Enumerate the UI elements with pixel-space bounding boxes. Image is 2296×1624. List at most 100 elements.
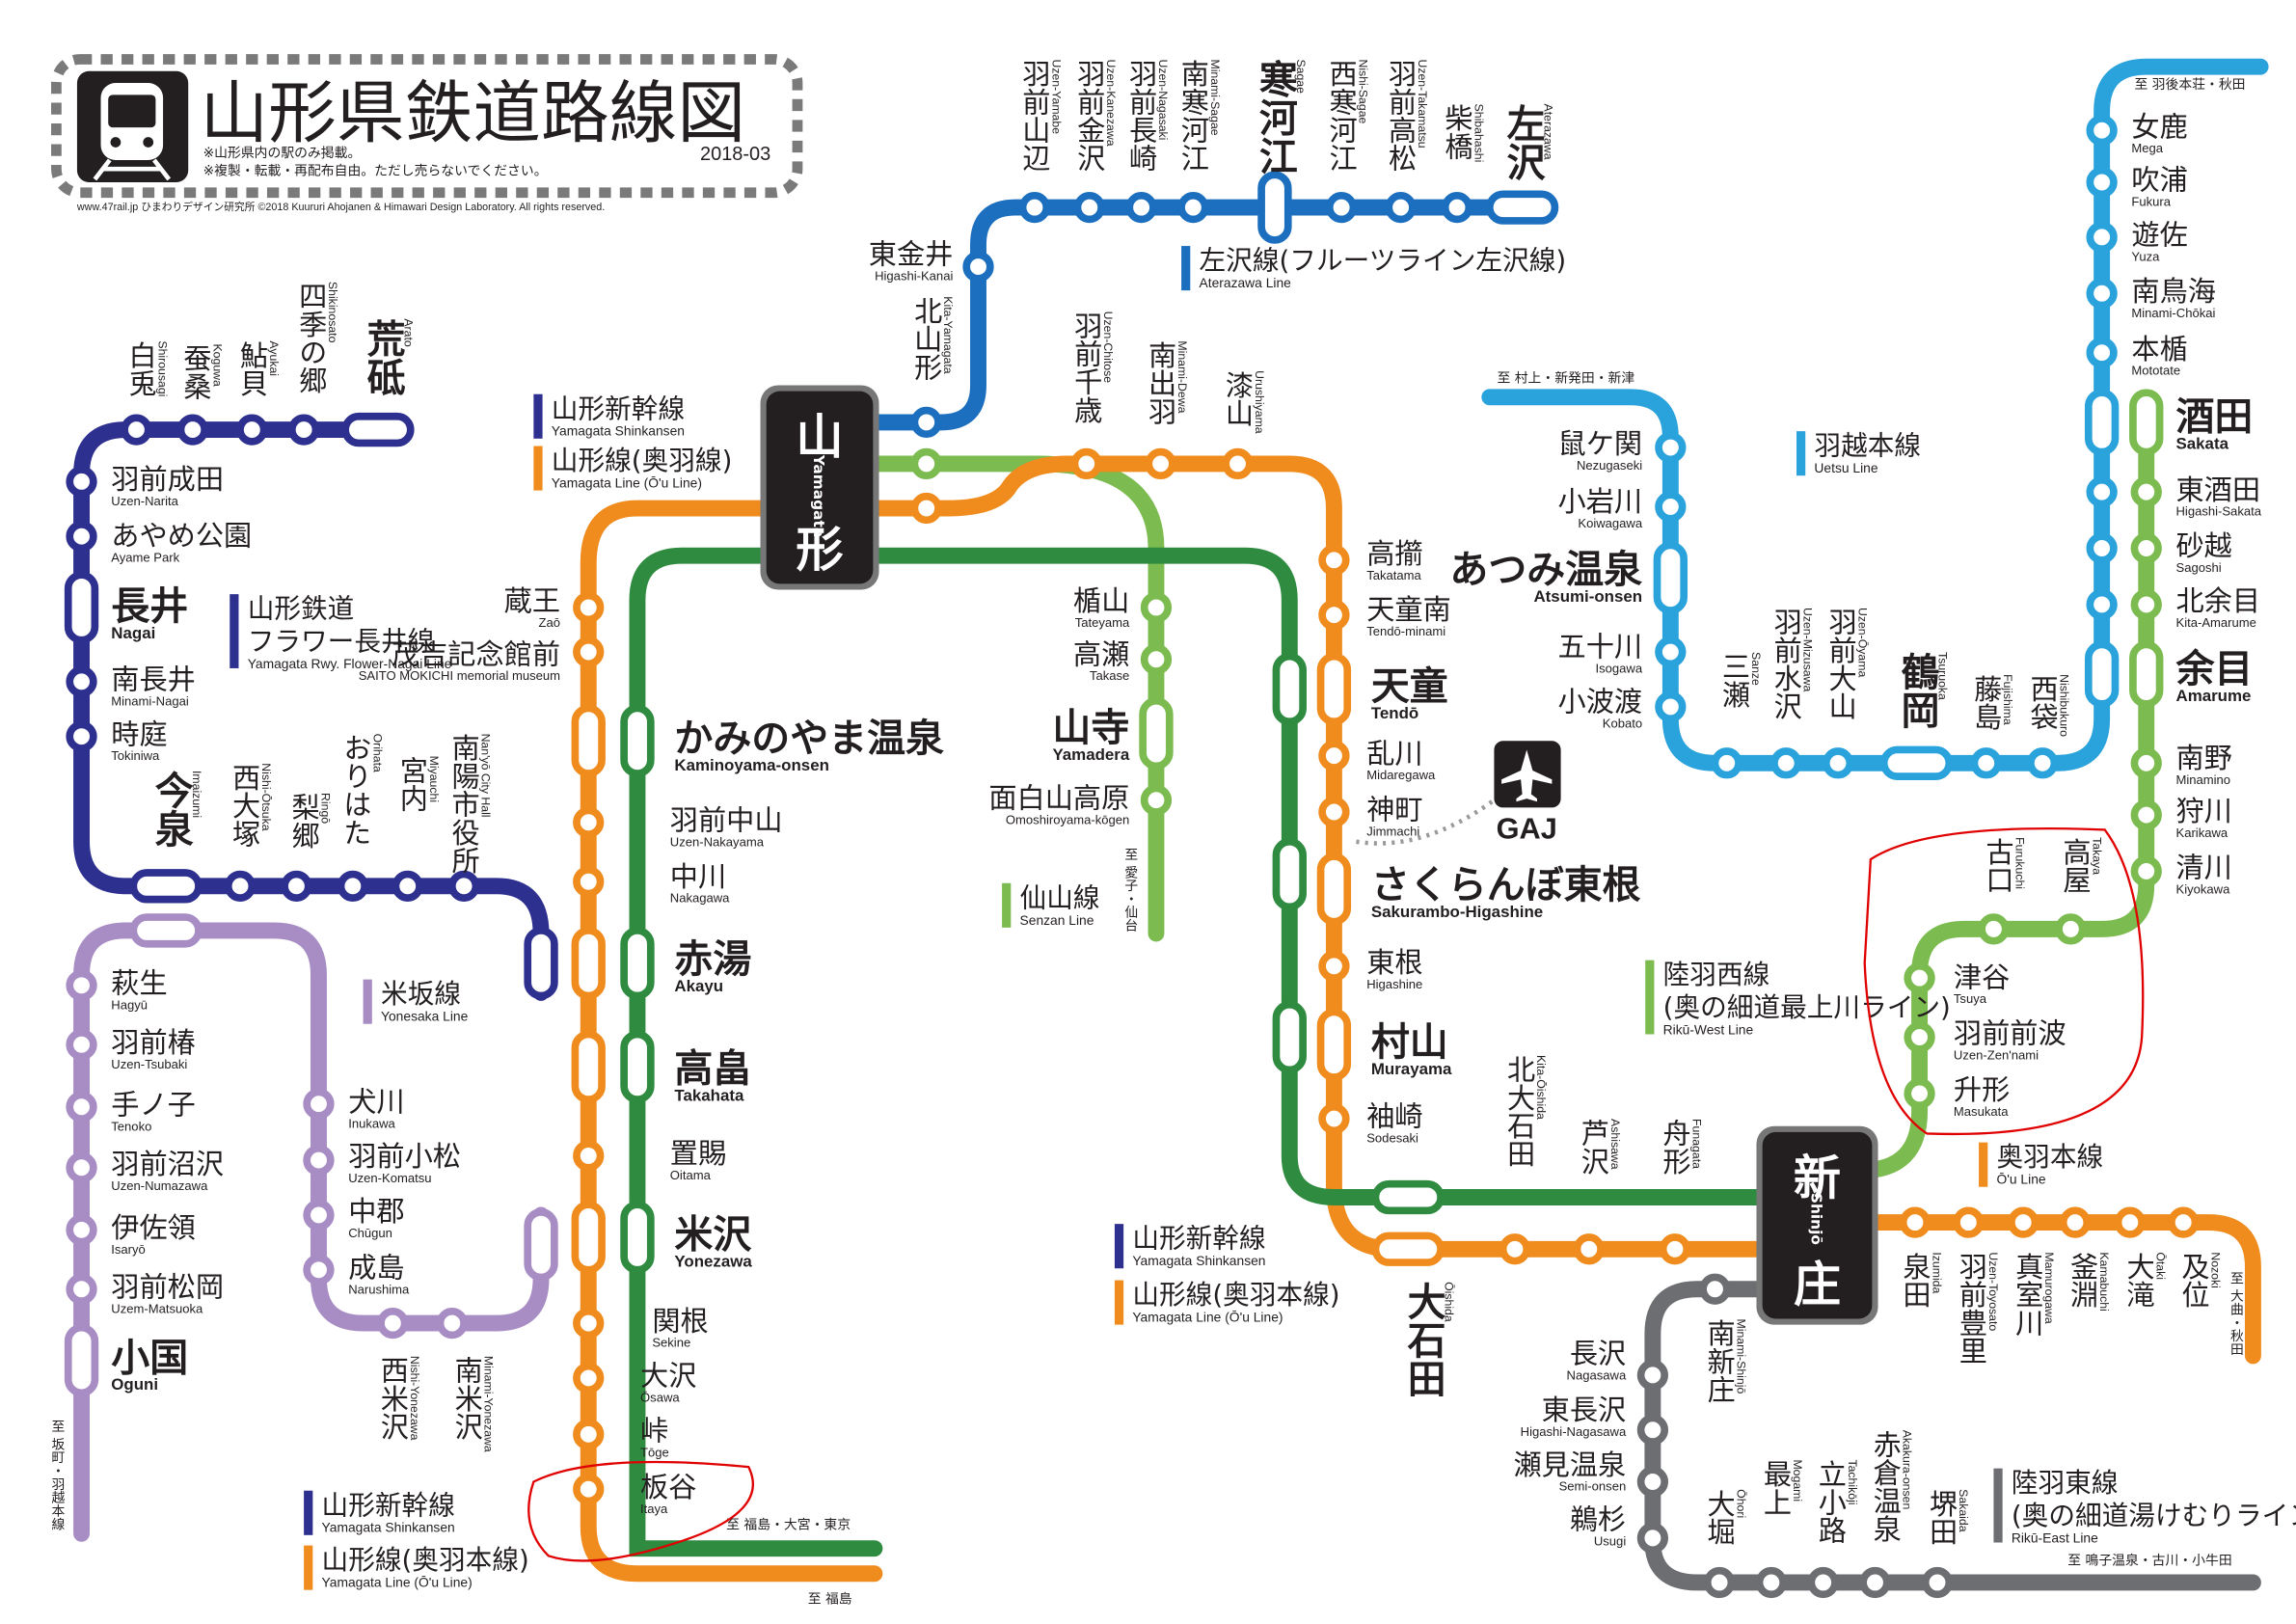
station-furukuchi[interactable] xyxy=(1978,913,2010,945)
station-uzen-yama[interactable] xyxy=(1822,747,1854,779)
station-ayukai[interactable] xyxy=(236,414,268,446)
station-takatama[interactable] xyxy=(1318,544,1350,576)
station--taki[interactable] xyxy=(2114,1206,2146,1238)
station-kita-yamagata[interactable] xyxy=(910,406,942,439)
station-masukata[interactable] xyxy=(1904,1077,1935,1110)
station-higashi-sakata[interactable] xyxy=(2130,475,2162,508)
station-nezugaseki[interactable] xyxy=(1655,431,1687,464)
station-shikinosato[interactable] xyxy=(287,414,320,446)
station-za-[interactable] xyxy=(573,591,605,624)
station-shinkansen[interactable] xyxy=(620,1201,655,1274)
station-kamabuchi[interactable] xyxy=(2059,1206,2092,1238)
station--hori[interactable] xyxy=(1703,1566,1736,1599)
station-uzen-mizusawa[interactable] xyxy=(1770,747,1802,779)
station-saito-mokichi-memorial-museum[interactable] xyxy=(573,636,605,668)
station-inukawa[interactable] xyxy=(303,1088,335,1120)
station-imaizumi-yonesaka[interactable] xyxy=(129,913,203,948)
station-aterazawa[interactable] xyxy=(1485,190,1559,225)
station-sagoshi[interactable] xyxy=(2130,532,2162,564)
station-yonezawa-yonesaka[interactable] xyxy=(524,1208,558,1282)
station-koiwagawa[interactable] xyxy=(1655,491,1687,523)
station-takahata[interactable] xyxy=(571,1030,606,1103)
shinjo-hub[interactable] xyxy=(1762,1131,1873,1319)
station-tateyama[interactable] xyxy=(1140,591,1173,624)
station-nakagawa[interactable] xyxy=(573,866,605,898)
station-shinkansen[interactable] xyxy=(620,927,655,1000)
station-ayame-park[interactable] xyxy=(66,521,97,553)
station-izumida[interactable] xyxy=(1899,1206,1931,1238)
station-koguwa[interactable] xyxy=(176,414,208,446)
station-minamino[interactable] xyxy=(2130,747,2162,779)
station-amarume[interactable] xyxy=(2129,640,2164,708)
station-uzen-tsubaki[interactable] xyxy=(66,1029,97,1061)
station-shinkansen[interactable] xyxy=(1272,1000,1307,1074)
station--[interactable] xyxy=(910,492,942,525)
station-uzen-nagasaki[interactable] xyxy=(1125,191,1157,224)
station-minami-nagai[interactable] xyxy=(66,665,97,697)
station-ashisawa[interactable] xyxy=(1573,1233,1605,1265)
station-oitama[interactable] xyxy=(573,1140,605,1172)
station-sodesaki[interactable] xyxy=(1318,1102,1350,1135)
station-uzen-takamatsu[interactable] xyxy=(1385,191,1417,224)
station-nan-y-city-hall[interactable] xyxy=(447,870,480,902)
station-mega[interactable] xyxy=(2086,115,2118,147)
station-urushiyama[interactable] xyxy=(1222,447,1254,480)
station-karikawa[interactable] xyxy=(2130,798,2162,831)
station-uzen-komatsu[interactable] xyxy=(303,1144,335,1177)
station-jimmachi[interactable] xyxy=(1318,796,1350,828)
station-sanze[interactable] xyxy=(1711,747,1742,779)
station-oguni[interactable] xyxy=(64,1323,99,1397)
station-ring-[interactable] xyxy=(281,870,312,902)
station-amarume[interactable] xyxy=(2084,640,2120,708)
station-kita-amarume[interactable] xyxy=(2086,588,2118,621)
station-mamurogawa[interactable] xyxy=(2008,1206,2039,1238)
station-minami-ch-kai[interactable] xyxy=(2086,278,2118,310)
station-imaizumi[interactable] xyxy=(129,869,203,904)
station-sagae[interactable] xyxy=(1257,171,1292,244)
station-minami-yonezawa[interactable] xyxy=(436,1307,468,1340)
station-uzen-nakayama[interactable] xyxy=(573,806,605,838)
station-shinkansen[interactable] xyxy=(620,704,655,777)
station-sakaida[interactable] xyxy=(1921,1566,1954,1599)
station-sakurambo-higashine[interactable] xyxy=(1316,853,1352,926)
station-uzen-chitose[interactable] xyxy=(1070,447,1102,480)
station-oishida-shinkansen[interactable] xyxy=(1371,1179,1445,1215)
station-tachik-ji[interactable] xyxy=(1807,1566,1839,1599)
station-midaregawa[interactable] xyxy=(1318,740,1350,771)
station-usugi[interactable] xyxy=(1636,1522,1669,1555)
station-uzen-numazawa[interactable] xyxy=(66,1151,97,1183)
station-orihata[interactable] xyxy=(337,870,368,902)
station-uzem-matsuoka[interactable] xyxy=(66,1273,97,1305)
station-shinkansen[interactable] xyxy=(1272,652,1307,726)
station--[interactable] xyxy=(910,447,942,480)
station-isogawa[interactable] xyxy=(1655,636,1687,668)
station-omoshiroyama-k-gen[interactable] xyxy=(1140,784,1173,816)
station-nishibukuro[interactable] xyxy=(2027,747,2059,779)
station-higashine[interactable] xyxy=(1318,950,1350,982)
station-kaminoyama-onsen[interactable] xyxy=(571,704,606,777)
station-takase[interactable] xyxy=(1140,643,1173,675)
station-tokiniwa[interactable] xyxy=(66,720,97,752)
station-minami-dewa[interactable] xyxy=(1145,447,1176,480)
station-tsuruoka[interactable] xyxy=(1879,745,1954,780)
station-mototate[interactable] xyxy=(2086,337,2118,368)
station-kobato[interactable] xyxy=(1655,690,1687,723)
station-funagata[interactable] xyxy=(1659,1233,1691,1265)
station-atsumi-onsen[interactable] xyxy=(1653,541,1688,614)
station-kiyokawa[interactable] xyxy=(2130,855,2162,887)
station-isary-[interactable] xyxy=(66,1214,97,1246)
station-uzen-narita[interactable] xyxy=(66,466,97,498)
station-uzen-zen-nami[interactable] xyxy=(1904,1021,1935,1053)
station-sakata[interactable] xyxy=(2084,389,2120,456)
station-shinkansen[interactable] xyxy=(1272,837,1307,911)
station-t-ge[interactable] xyxy=(573,1419,605,1450)
station-mogami[interactable] xyxy=(1755,1566,1787,1599)
station-uzen-kanezawa[interactable] xyxy=(1073,191,1105,224)
station-hagy-[interactable] xyxy=(66,969,97,1001)
station-akakura-onsen[interactable] xyxy=(1859,1566,1891,1599)
station-miyauchi[interactable] xyxy=(392,870,423,902)
station-akayu-nagai[interactable] xyxy=(524,927,558,1000)
station-nozoki[interactable] xyxy=(2168,1206,2200,1238)
station-itaya[interactable] xyxy=(573,1474,605,1505)
station-fukura[interactable] xyxy=(2086,166,2118,199)
